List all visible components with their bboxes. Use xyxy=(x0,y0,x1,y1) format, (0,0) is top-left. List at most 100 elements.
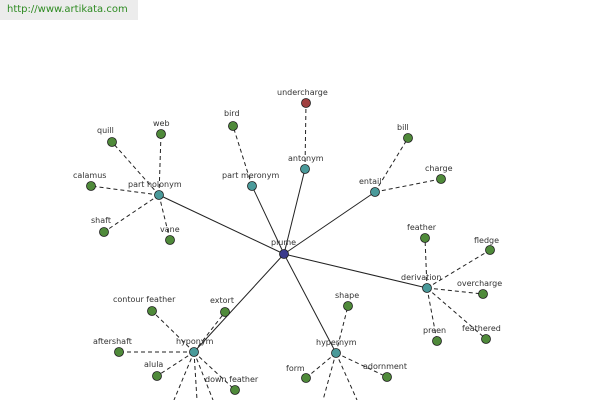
leaf-node-bird-dot[interactable] xyxy=(228,121,238,131)
leaf-node-web-dot[interactable] xyxy=(156,129,166,139)
edge-derivation-leaf-1 xyxy=(426,249,491,289)
leaf-node-overcharge-label[interactable]: overcharge xyxy=(457,279,502,288)
leaf-node-calamus-dot[interactable] xyxy=(86,181,96,191)
leaf-node-feathered-dot[interactable] xyxy=(481,334,491,344)
relation-node-derivation-dot[interactable] xyxy=(422,283,432,293)
relation-node-part-holonym[interactable]: part holonym xyxy=(128,180,182,200)
edge-hypernym-stub-1 xyxy=(335,352,358,400)
leaf-node-fledge[interactable]: fledge xyxy=(474,236,499,255)
leaf-node-web[interactable]: web xyxy=(153,119,170,139)
relation-node-entail[interactable]: entail xyxy=(359,177,381,197)
leaf-node-quill-label[interactable]: quill xyxy=(97,126,114,135)
leaf-node-feather-dot[interactable] xyxy=(420,233,430,243)
leaf-node-shape-dot[interactable] xyxy=(343,301,353,311)
leaf-node-shaft-dot[interactable] xyxy=(99,227,109,237)
leaf-node-shaft-label[interactable]: shaft xyxy=(91,216,111,225)
leaf-node-preen[interactable]: preen xyxy=(423,326,446,346)
leaf-node-down-feather-dot[interactable] xyxy=(230,385,240,395)
leaf-node-charge-label[interactable]: charge xyxy=(425,164,453,173)
relation-node-antonym-dot[interactable] xyxy=(300,164,310,174)
edge-part-holonym xyxy=(158,194,285,255)
leaf-node-form[interactable]: form xyxy=(286,364,311,383)
leaf-node-charge-dot[interactable] xyxy=(436,174,446,184)
leaf-node-adornment-dot[interactable] xyxy=(382,372,392,382)
leaf-node-undercharge-dot[interactable] xyxy=(301,98,311,108)
leaf-node-aftershaft[interactable]: aftershaft xyxy=(93,337,132,357)
leaf-node-bird-label[interactable]: bird xyxy=(224,109,240,118)
leaf-node-vane[interactable]: vane xyxy=(160,225,180,245)
leaf-node-shaft[interactable]: shaft xyxy=(91,216,111,237)
leaf-node-undercharge-label[interactable]: undercharge xyxy=(277,88,328,97)
leaf-node-form-label[interactable]: form xyxy=(286,364,305,373)
relation-node-part-holonym-dot[interactable] xyxy=(154,190,164,200)
leaf-node-aftershaft-dot[interactable] xyxy=(114,347,124,357)
leaf-node-preen-dot[interactable] xyxy=(432,336,442,346)
leaf-node-feather[interactable]: feather xyxy=(407,223,437,243)
leaf-node-preen-label[interactable]: preen xyxy=(423,326,446,335)
relation-node-derivation-label[interactable]: derivation xyxy=(401,273,441,282)
relation-node-entail-label[interactable]: entail xyxy=(359,177,381,186)
leaf-node-feathered[interactable]: feathered xyxy=(462,324,501,344)
relation-node-hyponym[interactable]: hyponym xyxy=(176,337,214,357)
graph-edges xyxy=(90,102,491,400)
leaf-node-bill[interactable]: bill xyxy=(397,123,413,143)
leaf-node-overcharge-dot[interactable] xyxy=(478,289,488,299)
relation-node-hyponym-dot[interactable] xyxy=(189,347,199,357)
edge-hypernym xyxy=(283,253,337,354)
relation-node-part-meronym-label[interactable]: part meronym xyxy=(222,171,279,180)
relation-node-hypernym-dot[interactable] xyxy=(331,348,341,358)
leaf-node-alula-dot[interactable] xyxy=(152,371,162,381)
relation-node-entail-dot[interactable] xyxy=(370,187,380,197)
leaf-node-vane-label[interactable]: vane xyxy=(160,225,180,234)
leaf-node-shape-label[interactable]: shape xyxy=(335,291,359,300)
leaf-node-overcharge[interactable]: overcharge xyxy=(457,279,502,299)
edge-hyponym-leaf-4 xyxy=(193,351,236,391)
leaf-node-alula-label[interactable]: alula xyxy=(144,360,163,369)
center-node-plume-label[interactable]: plume xyxy=(271,238,296,247)
relation-node-hypernym[interactable]: hypernym xyxy=(316,338,357,358)
leaf-node-down-feather[interactable]: down feather xyxy=(205,375,259,395)
leaf-node-aftershaft-label[interactable]: aftershaft xyxy=(93,337,132,346)
leaf-node-form-dot[interactable] xyxy=(301,373,311,383)
center-node-plume-dot[interactable] xyxy=(279,249,289,259)
leaf-node-adornment-label[interactable]: adornment xyxy=(363,362,407,371)
relation-node-part-meronym[interactable]: part meronym xyxy=(222,171,279,191)
leaf-node-contour-feather-dot[interactable] xyxy=(147,306,157,316)
leaf-node-feather-label[interactable]: feather xyxy=(407,223,437,232)
leaf-node-quill[interactable]: quill xyxy=(97,126,117,147)
leaf-node-feathered-label[interactable]: feathered xyxy=(462,324,501,333)
relation-node-antonym-label[interactable]: antonym xyxy=(288,154,324,163)
leaf-node-fledge-dot[interactable] xyxy=(485,245,495,255)
leaf-node-extort-dot[interactable] xyxy=(220,307,230,317)
leaf-node-shape[interactable]: shape xyxy=(335,291,359,311)
center-node-plume[interactable]: plume xyxy=(271,238,296,259)
leaf-node-extort-label[interactable]: extort xyxy=(210,296,234,305)
leaf-node-undercharge[interactable]: undercharge xyxy=(277,88,328,108)
leaf-node-alula[interactable]: alula xyxy=(144,360,163,381)
leaf-node-fledge-label[interactable]: fledge xyxy=(474,236,499,245)
relation-node-hypernym-label[interactable]: hypernym xyxy=(316,338,357,347)
leaf-node-adornment[interactable]: adornment xyxy=(363,362,407,382)
leaf-node-extort[interactable]: extort xyxy=(210,296,234,317)
leaf-node-contour-feather[interactable]: contour feather xyxy=(113,295,176,316)
relation-node-derivation[interactable]: derivation xyxy=(401,273,441,293)
leaf-node-charge[interactable]: charge xyxy=(425,164,453,184)
edge-hyponym-stub-2 xyxy=(193,351,214,400)
edge-entail xyxy=(283,191,376,255)
leaf-node-contour-feather-label[interactable]: contour feather xyxy=(113,295,176,304)
leaf-node-down-feather-label[interactable]: down feather xyxy=(205,375,259,384)
leaf-node-quill-dot[interactable] xyxy=(107,137,117,147)
relation-node-antonym[interactable]: antonym xyxy=(288,154,324,174)
relation-node-part-holonym-label[interactable]: part holonym xyxy=(128,180,182,189)
leaf-node-bird[interactable]: bird xyxy=(224,109,240,131)
leaf-node-bill-label[interactable]: bill xyxy=(397,123,409,132)
leaf-node-web-label[interactable]: web xyxy=(153,119,170,128)
leaf-node-calamus[interactable]: calamus xyxy=(73,171,106,191)
relation-node-part-meronym-dot[interactable] xyxy=(247,181,257,191)
relation-node-hyponym-label[interactable]: hyponym xyxy=(176,337,214,346)
leaf-node-vane-dot[interactable] xyxy=(165,235,175,245)
leaf-node-bill-dot[interactable] xyxy=(403,133,413,143)
edge-entail-leaf-0 xyxy=(374,137,409,193)
site-url[interactable]: http://www.artikata.com xyxy=(7,4,128,15)
leaf-node-calamus-label[interactable]: calamus xyxy=(73,171,106,180)
